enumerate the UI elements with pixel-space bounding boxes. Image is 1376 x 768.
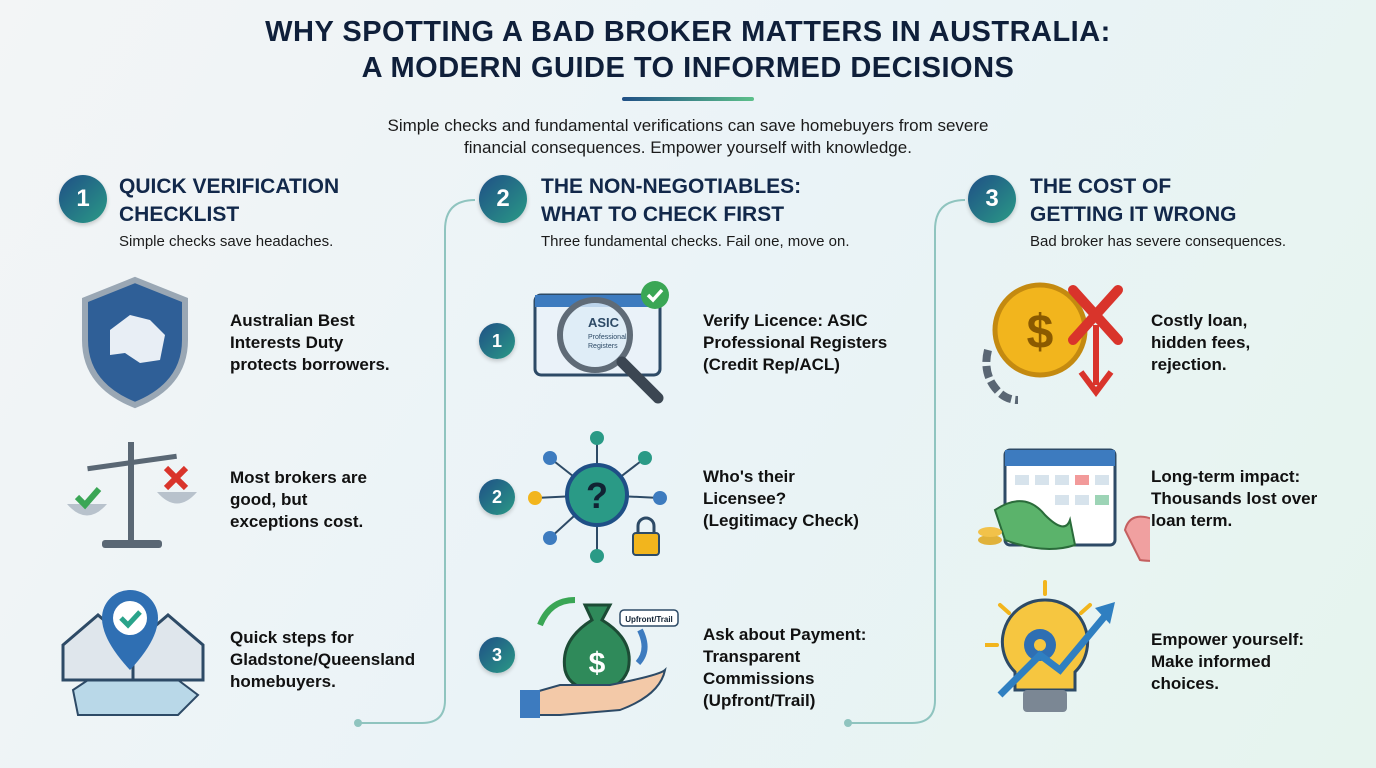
- title-divider: [622, 97, 754, 101]
- svg-text:Registers: Registers: [588, 343, 618, 350]
- section-subtitle-3: Bad broker has severe consequences.: [1030, 233, 1286, 250]
- page-title: WHY SPOTTING A BAD BROKER MATTERS IN AUS…: [265, 16, 1111, 84]
- page-subtitle: Simple checks and fundamental verificati…: [387, 116, 989, 157]
- connector-line-1: [354, 199, 476, 727]
- svg-text:?: ?: [586, 475, 608, 516]
- svg-text:$: $: [589, 647, 606, 680]
- calendar-money-icon: [978, 448, 1150, 562]
- money-bag-hand-icon: Upfront/Trail $: [520, 597, 679, 718]
- section-subtitle-2: Three fundamental checks. Fail one, move…: [541, 233, 850, 250]
- section-number-2: 2: [479, 175, 527, 223]
- section-number-1: 1: [59, 175, 107, 223]
- step-number-2: 2: [479, 479, 515, 515]
- item-text: Costly loan,hidden fees,rejection.: [1151, 311, 1251, 374]
- network-question-icon: ?: [528, 431, 667, 563]
- svg-text:Upfront/Trail: Upfront/Trail: [625, 615, 673, 624]
- svg-text:ASIC: ASIC: [588, 315, 620, 330]
- svg-text:$: $: [1027, 306, 1054, 359]
- shield-australia-icon: [82, 276, 188, 409]
- connector-line-2: [844, 199, 966, 727]
- svg-text:Professional: Professional: [588, 334, 627, 341]
- coin-chain-cross-icon: $: [982, 282, 1123, 404]
- lightbulb-growth-icon: [985, 580, 1115, 712]
- step-number-1: 1: [479, 323, 515, 359]
- scales-icon: [67, 442, 197, 548]
- house-map-pin-icon: [61, 590, 205, 716]
- step-number-3: 3: [479, 637, 515, 673]
- section-subtitle-1: Simple checks save headaches.: [119, 233, 334, 250]
- section-title-2: THE NON-NEGOTIABLES:WHAT TO CHECK FIRST: [541, 175, 802, 226]
- section-number-3: 3: [968, 175, 1016, 223]
